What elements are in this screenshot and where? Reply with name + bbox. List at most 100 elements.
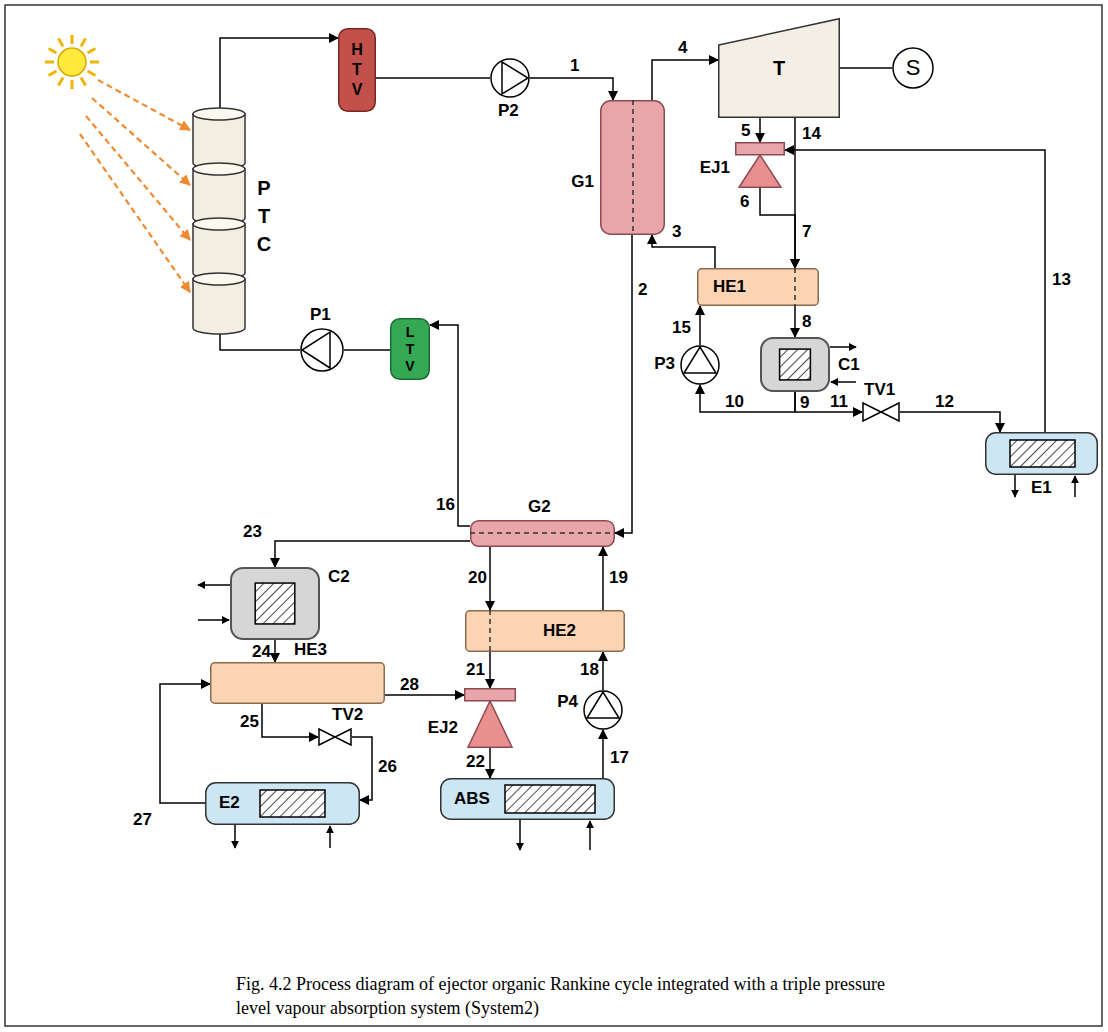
component-label: EJ1 — [700, 158, 730, 178]
flow-line — [160, 684, 210, 803]
solar-rays — [80, 80, 190, 292]
generator-shape — [470, 520, 615, 547]
state-point-number: 15 — [672, 318, 691, 338]
state-point-number: 23 — [243, 522, 262, 542]
flow-line — [759, 118, 761, 142]
condenser-shell — [761, 338, 829, 391]
component-label: ABS — [454, 789, 490, 809]
condenser: C1 — [760, 337, 830, 392]
vessel-body — [466, 611, 625, 652]
sun-ray — [71, 35, 74, 44]
component-label: L T V — [403, 324, 417, 375]
evaporator-shape — [985, 432, 1098, 475]
coolant-line — [831, 381, 856, 383]
ejector-shape — [735, 142, 785, 188]
sun-ray — [59, 78, 64, 86]
pump: P4 — [583, 690, 623, 730]
internal-flow — [632, 100, 634, 235]
heat-exchanger: HE3 — [210, 662, 385, 704]
figure-frame — [5, 5, 1102, 1026]
tank-body — [391, 319, 430, 380]
flow-line — [795, 392, 862, 412]
ejector-nozzle — [736, 143, 785, 155]
evaporator: E2 — [205, 782, 360, 825]
flow-line — [489, 652, 491, 688]
throttle-valve-shape — [318, 728, 352, 746]
component-label: P1 — [310, 305, 331, 325]
ejector-diffuser — [468, 701, 512, 747]
generator-body — [893, 48, 933, 88]
pump-body — [681, 346, 719, 384]
state-point-number: 24 — [252, 642, 271, 662]
coolant-line — [1074, 476, 1076, 497]
valve-symbol — [319, 729, 351, 745]
flow-line — [760, 188, 795, 268]
sun-ray — [88, 49, 96, 54]
heat-exchanger-shape — [210, 662, 385, 704]
condenser-shell — [231, 568, 319, 639]
component-label: C2 — [328, 567, 350, 587]
turbine: T — [718, 18, 840, 118]
pump-triangle — [502, 62, 528, 94]
vessel-body — [471, 521, 615, 547]
flow-line — [489, 748, 491, 778]
ejector: EJ2 — [464, 688, 516, 748]
state-point-number: 3 — [672, 222, 681, 242]
coolant-line — [519, 820, 521, 850]
coil-hatch — [255, 583, 295, 624]
coolant-line — [329, 826, 331, 848]
internal-flow — [470, 532, 615, 534]
valve-symbol — [863, 403, 899, 421]
state-point-number: 17 — [610, 748, 629, 768]
component-label: HE1 — [713, 277, 746, 297]
coolant-line — [198, 584, 230, 586]
state-point-number: 26 — [378, 757, 397, 777]
solar-ray — [86, 116, 190, 240]
state-point-number: 11 — [830, 392, 848, 412]
flow-line — [262, 704, 318, 737]
component-label: H T V — [349, 40, 365, 100]
vessel-shell — [441, 779, 615, 820]
vessel-shell — [206, 783, 360, 825]
sun-disc — [58, 48, 86, 76]
pump: P1 — [300, 328, 344, 372]
sun-ray — [45, 61, 54, 64]
sun-ray — [81, 78, 86, 86]
coolant-line — [830, 346, 856, 348]
collector-tube-top — [193, 218, 245, 230]
pump-body — [491, 59, 529, 97]
ejector-shape — [464, 688, 516, 748]
collector-tube — [193, 279, 245, 334]
figure-caption: Fig. 4.2 Process diagram of ejector orga… — [236, 972, 896, 1021]
sun-ray — [59, 39, 64, 47]
tank-body — [339, 29, 376, 112]
flow-line — [275, 541, 470, 567]
sun-ray — [88, 71, 96, 76]
state-point-number: 19 — [609, 568, 628, 588]
pump-shape — [583, 690, 623, 730]
flow-line — [274, 640, 276, 662]
coolant-line — [589, 821, 591, 850]
coil-ground — [780, 349, 811, 380]
solar-ray — [80, 134, 190, 292]
component-label: TV2 — [332, 705, 363, 725]
flow-line — [840, 67, 892, 69]
generator-symbol: S — [892, 47, 934, 89]
pump-shape — [490, 58, 530, 98]
pump-triangle — [684, 347, 716, 373]
state-point-number: 14 — [802, 124, 821, 144]
state-point-number: 22 — [466, 752, 485, 772]
coil-hatch — [780, 349, 811, 380]
evaporator: E1 — [985, 432, 1098, 475]
collector-tube-top — [193, 273, 245, 285]
flow-line — [652, 60, 718, 100]
component-label: E1 — [1031, 478, 1052, 498]
state-point-number: 25 — [240, 712, 259, 732]
coil-ground — [260, 790, 325, 817]
generator-shape — [600, 100, 665, 235]
component-label: G1 — [571, 172, 594, 192]
turbine-body — [719, 19, 840, 118]
coil-hatch — [1010, 440, 1075, 467]
